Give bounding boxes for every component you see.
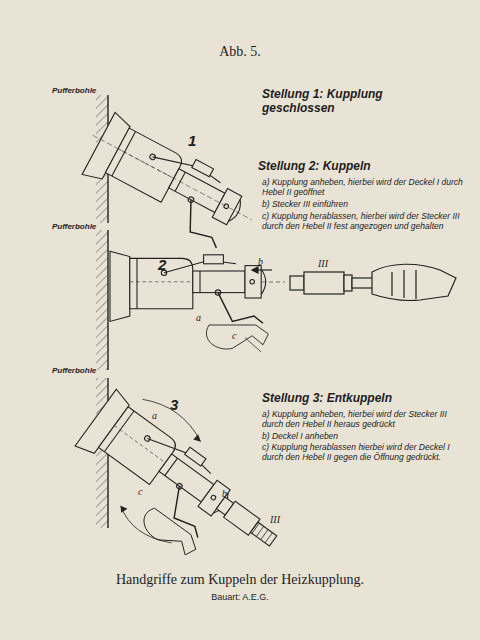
callout-number: III: [270, 514, 294, 526]
coupling-closed: [73, 108, 266, 256]
step-text: a) Kupplung anheben, hierbei wird der St…: [262, 410, 467, 430]
step-heading: Stellung 1: Kupplung geschlossen: [262, 88, 412, 116]
callout-number: III: [318, 258, 342, 270]
part-label: Pufferbohle: [52, 366, 112, 375]
callout-letter: b: [258, 256, 270, 268]
callout-letter: a: [196, 312, 208, 324]
callout-letter: a: [152, 410, 164, 422]
maker-note: Bauart: A.E.G.: [0, 592, 480, 602]
step-heading: Stellung 2: Kuppeln: [258, 160, 458, 174]
plug: [252, 264, 456, 300]
figure-number: 2: [158, 256, 178, 273]
figure-number: 3: [170, 396, 190, 413]
step-text: b) Stecker III einführen: [262, 200, 467, 210]
figure-caption: Handgriffe zum Kuppeln der Heizkupplung.: [0, 572, 480, 588]
step-text: a) Kupplung anheben, hierbei wird der De…: [262, 178, 467, 198]
figure-title: Abb. 5.: [0, 44, 480, 60]
part-label: Pufferbohle: [52, 222, 112, 231]
step-text: c) Kupplung herablassen hierbei wird der…: [262, 443, 467, 463]
callout-letter: b: [222, 488, 234, 500]
step-text: c) Kupplung herablassen, hierbei wird de…: [262, 212, 467, 232]
figure-number: 1: [188, 132, 208, 149]
coupling-open: [110, 251, 268, 352]
part-label: Pufferbohle: [52, 86, 112, 95]
callout-letter: c: [232, 330, 244, 342]
callout-letter: c: [138, 486, 150, 498]
step-text: b) Deckel I anheben: [262, 432, 467, 442]
step-heading: Stellung 3: Entkuppeln: [262, 392, 462, 406]
